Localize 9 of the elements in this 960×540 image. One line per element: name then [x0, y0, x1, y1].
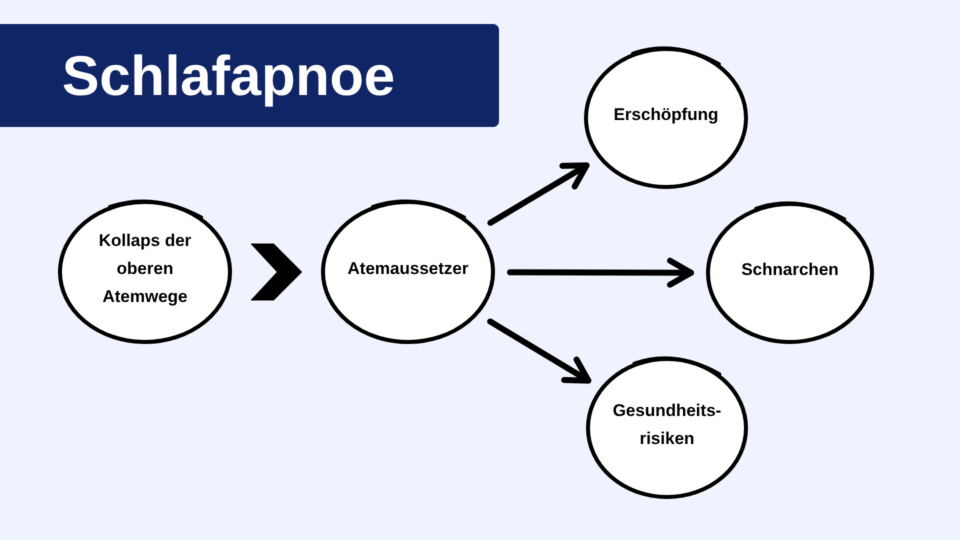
node-label: Atemaussetzer: [346, 258, 470, 280]
node-label: Kollaps der oberen Atemwege: [98, 230, 192, 308]
node-label: Erschöpfung: [612, 104, 720, 126]
chevron-arrow: [250, 244, 302, 300]
arrow: [487, 162, 590, 226]
arrow: [507, 258, 694, 288]
node-label: Gesundheits-risiken: [612, 400, 722, 450]
node-label: Schnarchen: [740, 259, 840, 281]
arrow: [487, 318, 592, 384]
